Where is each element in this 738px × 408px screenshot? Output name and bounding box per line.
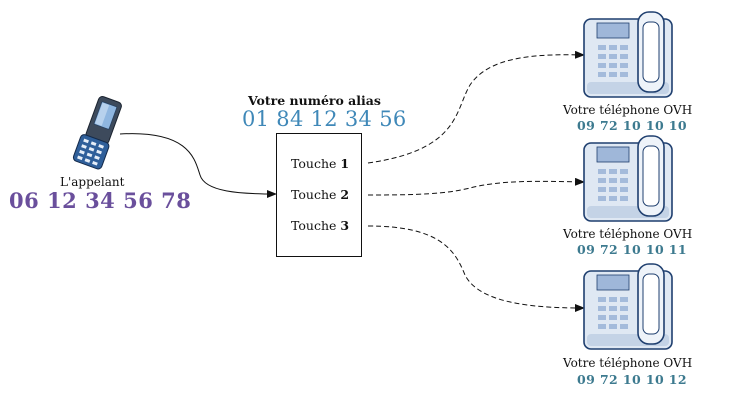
- ivr-menu-box: Touche 1 Touche 2 Touche 3: [276, 133, 362, 257]
- key2-to-phone2-connector: [367, 177, 585, 196]
- desk-phone-icon-3: [583, 263, 673, 350]
- menu-key-2: Touche 2: [291, 187, 349, 202]
- phone-1-number: 09 72 10 10 10: [577, 118, 687, 133]
- alias-title: Votre numéro alias: [248, 93, 381, 108]
- menu-key-1: Touche 1: [291, 156, 349, 171]
- caller-number: 06 12 34 56 78: [9, 188, 192, 213]
- desk-phone-icon-2: [583, 135, 673, 222]
- menu-key-3: Touche 3: [291, 218, 349, 233]
- menu-key-digit: 2: [340, 187, 350, 202]
- menu-key-digit: 3: [340, 218, 350, 233]
- alias-number: 01 84 12 34 56: [242, 107, 407, 131]
- caller-to-alias-connector: [119, 133, 277, 198]
- phone-2-number: 09 72 10 10 11: [577, 242, 687, 257]
- menu-key-prefix: Touche: [291, 156, 337, 171]
- phone-1-label: Votre téléphone OVH: [563, 103, 693, 117]
- key3-to-phone3-connector: [367, 225, 585, 312]
- phone-2-label: Votre téléphone OVH: [563, 227, 693, 241]
- desk-phone-icon-1: [583, 11, 673, 98]
- menu-key-prefix: Touche: [291, 218, 337, 233]
- phone-3-number: 09 72 10 10 12: [577, 372, 687, 387]
- phone-3-label: Votre téléphone OVH: [563, 356, 693, 370]
- menu-key-prefix: Touche: [291, 187, 337, 202]
- menu-key-digit: 1: [340, 156, 350, 171]
- caller-label: L'appelant: [60, 175, 125, 189]
- key1-to-phone1-connector: [367, 50, 585, 164]
